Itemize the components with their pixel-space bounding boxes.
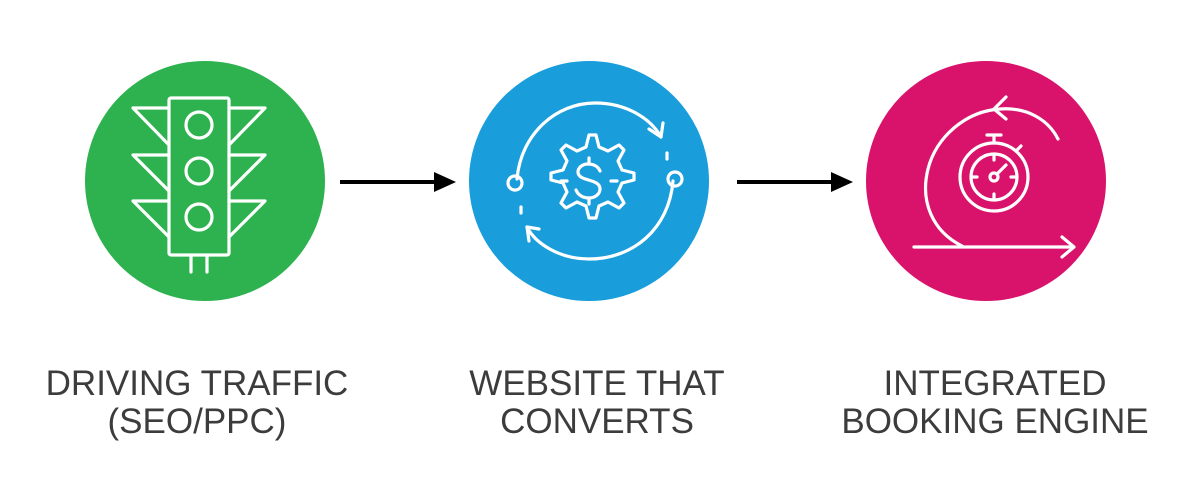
circle-background (866, 61, 1106, 301)
step-label-line2: BOOKING ENGINE (841, 402, 1149, 441)
arrow-right-icon (737, 172, 853, 192)
gear-dollar-cycle-icon (469, 61, 709, 301)
step-label-driving-traffic: DRIVING TRAFFIC (SEO/PPC) (17, 365, 377, 441)
step-circle-website (469, 61, 709, 301)
flow-arrow-1 (338, 170, 458, 194)
step-label-booking: INTEGRATED BOOKING ENGINE (815, 365, 1175, 441)
step-label-website: WEBSITE THAT CONVERTS (417, 365, 777, 441)
traffic-light-icon (85, 61, 325, 301)
step-label-line2: CONVERTS (500, 402, 694, 441)
step-circle-driving-traffic (85, 61, 325, 301)
arrow-right-icon (340, 172, 456, 192)
step-label-line1: DRIVING TRAFFIC (45, 364, 349, 403)
step-label-line1: WEBSITE THAT (469, 364, 725, 403)
stopwatch-cycle-icon (866, 61, 1106, 301)
step-label-line1: INTEGRATED (883, 364, 1107, 403)
step-label-line2: (SEO/PPC) (107, 402, 287, 441)
step-circle-booking (866, 61, 1106, 301)
flow-arrow-2 (735, 170, 855, 194)
